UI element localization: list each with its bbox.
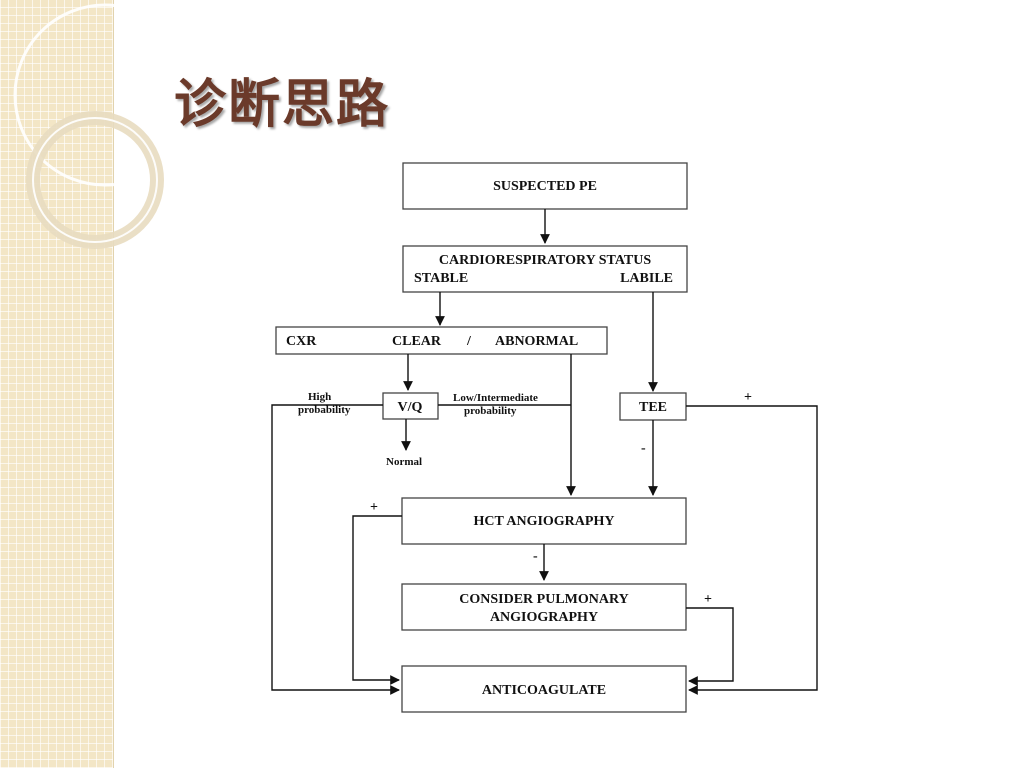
edge-tee-positive-to-anticoagulate bbox=[686, 405, 818, 695]
label-hct-minus: - bbox=[533, 549, 538, 564]
node-cardio-labile: LABILE bbox=[620, 271, 673, 286]
node-cxr-abnormal: ABNORMAL bbox=[495, 334, 578, 349]
edge-vq-high-to-anticoagulate bbox=[271, 404, 400, 695]
node-suspected-pe: SUSPECTED PE bbox=[402, 162, 688, 210]
node-suspected-pe-label: SUSPECTED PE bbox=[493, 179, 597, 194]
node-cxr-clear: CLEAR bbox=[392, 334, 442, 349]
label-low-line1: Low/Intermediate bbox=[453, 392, 538, 404]
label-tee-minus: - bbox=[641, 441, 646, 456]
node-cardiorespiratory-status: CARDIORESPIRATORY STATUS STABLE LABILE bbox=[402, 245, 688, 293]
label-tee-plus: + bbox=[744, 390, 752, 405]
node-tee: TEE bbox=[619, 392, 687, 421]
label-high-line1: High bbox=[308, 391, 331, 403]
node-vq-label: V/Q bbox=[398, 400, 423, 415]
node-anticoagulate: ANTICOAGULATE bbox=[401, 665, 687, 713]
edge-hct-positive-to-anticoagulate bbox=[352, 515, 402, 685]
label-pulmonary-plus: + bbox=[704, 592, 712, 607]
node-pulm-line1: CONSIDER PULMONARY bbox=[459, 592, 628, 607]
edge-pulmonary-positive-to-anticoagulate bbox=[686, 607, 734, 686]
node-hct-label: HCT ANGIOGRAPHY bbox=[474, 514, 615, 529]
slide-title: 诊断思路 bbox=[174, 75, 391, 135]
node-tee-label: TEE bbox=[639, 400, 667, 415]
label-hct-plus: + bbox=[370, 500, 378, 515]
node-vq: V/Q bbox=[382, 392, 439, 420]
node-cardio-stable: STABLE bbox=[414, 271, 468, 286]
node-consider-pulmonary-angiography: CONSIDER PULMONARY ANGIOGRAPHY bbox=[401, 583, 687, 631]
node-cxr-label: CXR bbox=[286, 334, 317, 349]
label-normal: Normal bbox=[386, 456, 422, 468]
node-cxr: CXR CLEAR / ABNORMAL bbox=[275, 326, 608, 355]
node-cxr-separator: / bbox=[466, 334, 472, 349]
label-low-line2: probability bbox=[464, 405, 517, 417]
node-hct-angiography: HCT ANGIOGRAPHY bbox=[401, 497, 687, 545]
node-pulm-line2: ANGIOGRAPHY bbox=[490, 610, 598, 625]
label-high-line2: probability bbox=[298, 404, 351, 416]
node-cardio-title: CARDIORESPIRATORY STATUS bbox=[439, 253, 651, 268]
node-anticoagulate-label: ANTICOAGULATE bbox=[482, 683, 606, 698]
decorative-rings bbox=[13, 3, 197, 249]
